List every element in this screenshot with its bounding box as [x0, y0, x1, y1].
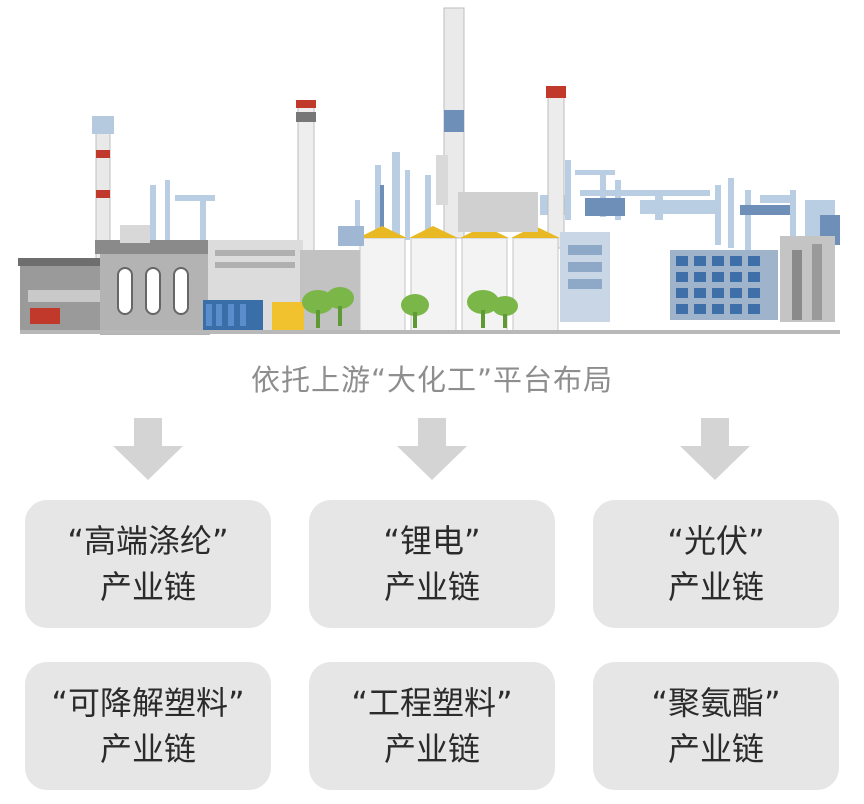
chain-box-photovoltaic: “光伏” 产业链: [593, 500, 839, 628]
chain-subtitle: 产业链: [383, 568, 480, 606]
chain-box-lithium: “锂电” 产业链: [309, 500, 555, 628]
chain-box-polyester: “高端涤纶” 产业链: [25, 500, 271, 628]
factory-illustration: [18, 7, 840, 335]
chain-subtitle: 产业链: [667, 730, 764, 768]
chain-title: “光伏”: [667, 522, 765, 560]
chain-subtitle: 产业链: [99, 730, 196, 768]
chain-title: “可降解塑料”: [51, 684, 245, 722]
platform-caption: 依托上游“大化工”平台布局: [250, 363, 614, 397]
chain-title: “锂电”: [383, 522, 481, 560]
chain-subtitle: 产业链: [383, 730, 480, 768]
chain-title: “聚氨酯”: [651, 684, 781, 722]
chain-box-engineering-plastic: “工程塑料” 产业链: [309, 662, 555, 790]
down-arrow-icon: [113, 418, 183, 480]
chain-box-degradable-plastic: “可降解塑料” 产业链: [25, 662, 271, 790]
chain-subtitle: 产业链: [99, 568, 196, 606]
chain-box-polyurethane: “聚氨酯” 产业链: [593, 662, 839, 790]
chain-title: “高端涤纶”: [67, 522, 229, 560]
chain-subtitle: 产业链: [667, 568, 764, 606]
down-arrow-icon: [397, 418, 467, 480]
chain-title: “工程塑料”: [351, 684, 513, 722]
down-arrow-icon: [680, 418, 750, 480]
